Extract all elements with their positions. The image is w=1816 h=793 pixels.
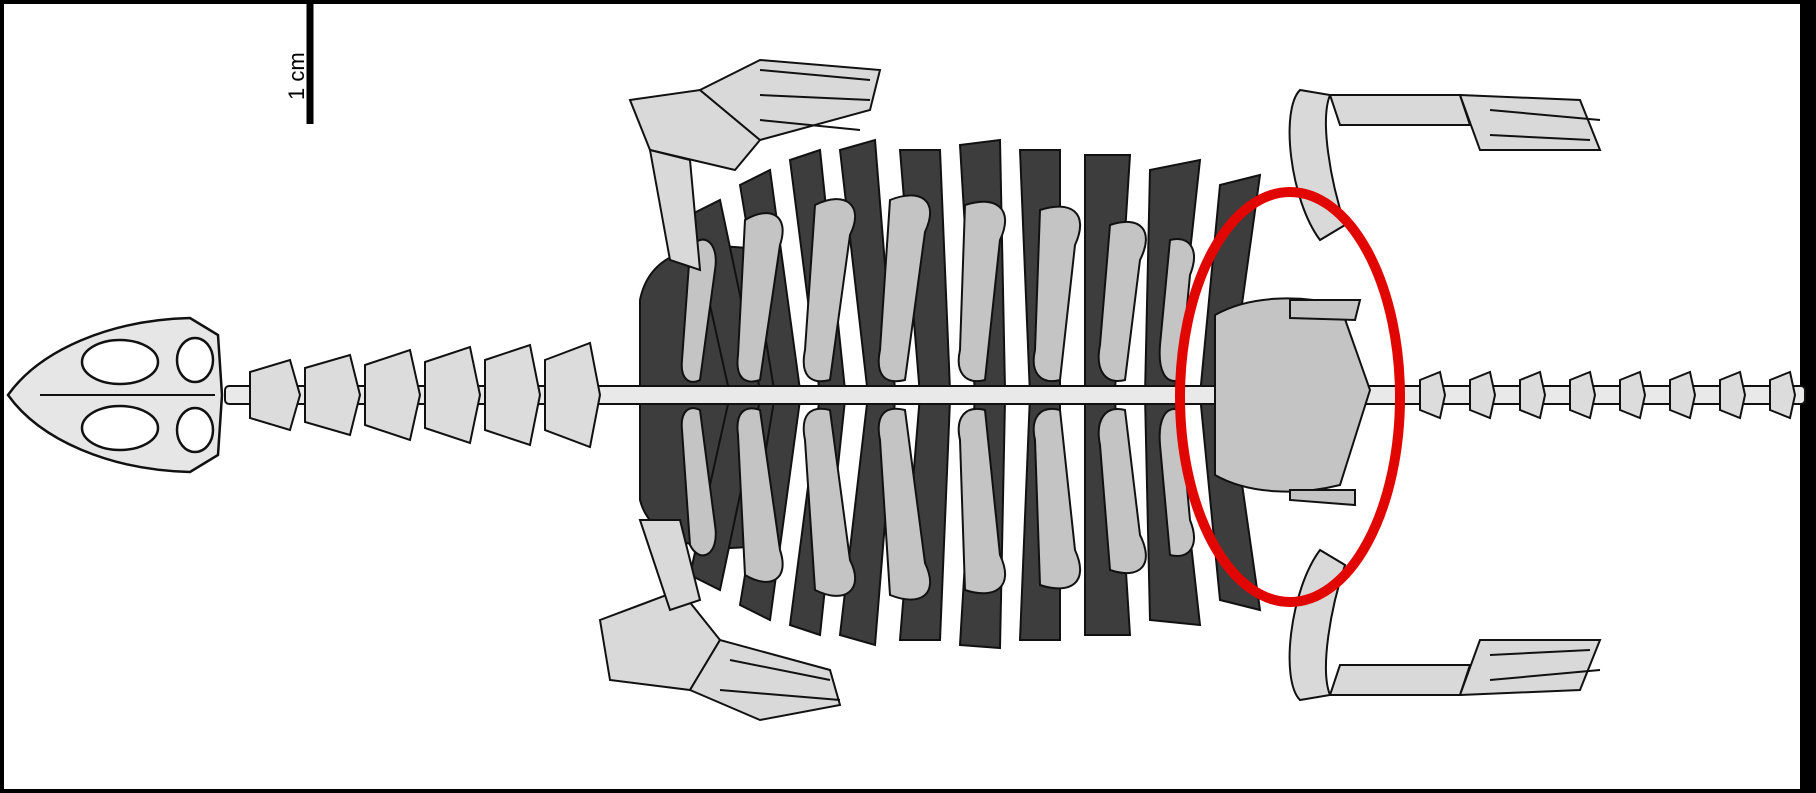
scale-bar-label: 1 cm bbox=[284, 52, 309, 100]
